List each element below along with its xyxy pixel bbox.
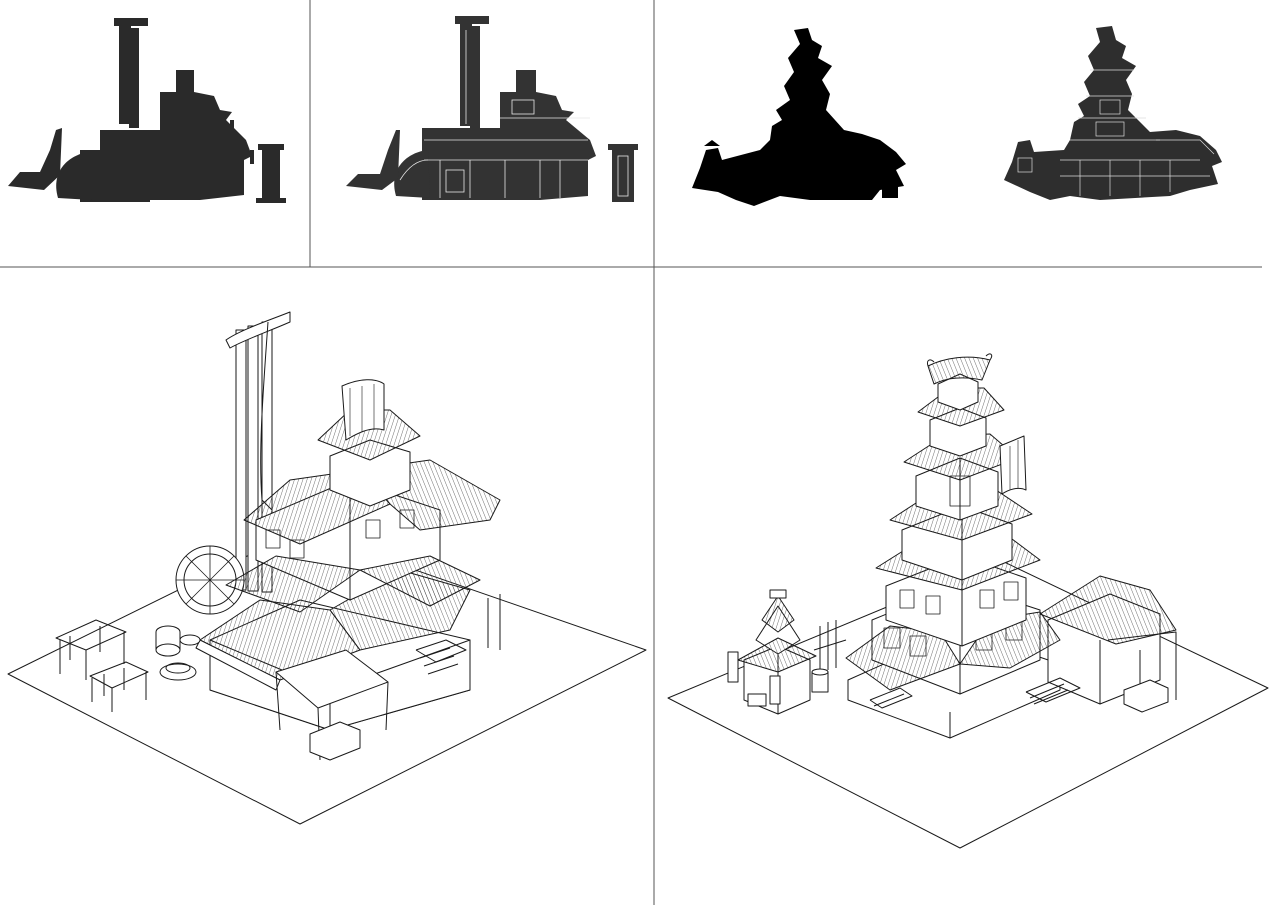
- drying-rack-2: [89, 661, 149, 712]
- pagoda-silhouette-detail: [1004, 26, 1222, 200]
- drying-rack-1: [55, 619, 127, 680]
- pagoda-lineart: [667, 353, 1269, 849]
- forge-lineart: [7, 311, 647, 825]
- forge-silhouette-detail: [346, 16, 638, 202]
- pagoda-silhouette: [692, 28, 906, 206]
- forge-silhouette: [8, 18, 286, 203]
